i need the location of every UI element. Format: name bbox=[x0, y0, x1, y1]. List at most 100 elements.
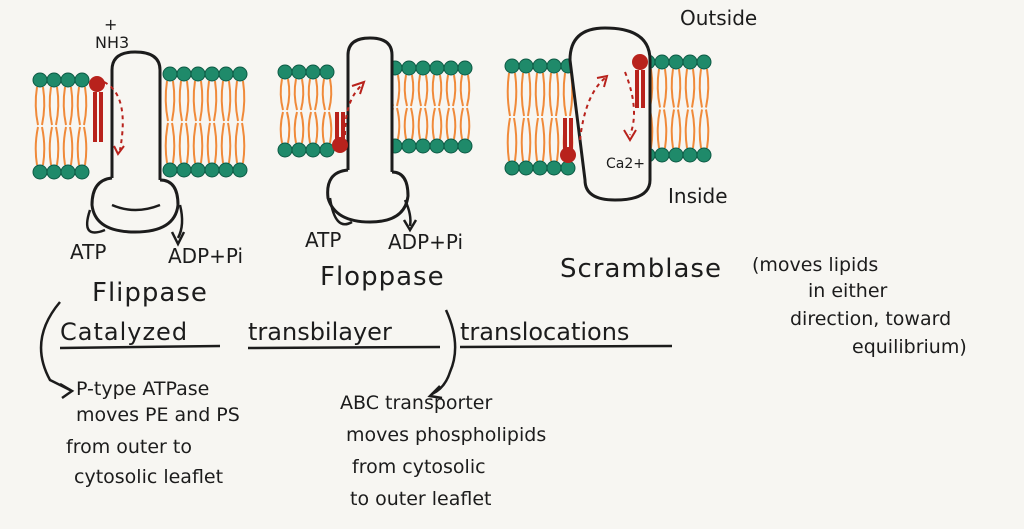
lipid-tail bbox=[76, 126, 88, 166]
lipid-tail bbox=[164, 80, 176, 122]
lipid-head bbox=[218, 66, 234, 82]
lipid-head bbox=[518, 58, 534, 74]
lipid-head bbox=[46, 164, 62, 180]
lipid-head bbox=[532, 58, 548, 74]
lipid-head bbox=[32, 72, 48, 88]
lipid-head bbox=[668, 147, 684, 163]
lipid-head bbox=[46, 72, 62, 88]
abc-line1: ABC transporter bbox=[340, 392, 493, 414]
lipid-tail bbox=[506, 117, 518, 162]
lipid-head bbox=[277, 64, 293, 80]
lipid-tail bbox=[534, 117, 546, 162]
floppase-label: Floppase bbox=[320, 262, 445, 292]
lipid-head bbox=[162, 66, 178, 82]
lipid-tail bbox=[548, 72, 560, 117]
lipid-head bbox=[60, 72, 76, 88]
ptype-line1: P-type ATPase bbox=[76, 378, 210, 400]
lipid-head bbox=[305, 64, 321, 80]
lipid-tail bbox=[220, 122, 232, 164]
lipid-tail bbox=[656, 109, 668, 149]
nh3-label: NH3 bbox=[95, 33, 129, 52]
lipid-head bbox=[74, 164, 90, 180]
lipid-tail bbox=[698, 68, 710, 108]
flippase-lipid bbox=[89, 76, 125, 156]
lipid-tail bbox=[293, 78, 305, 111]
lipid-tail bbox=[206, 80, 218, 122]
flippase-bilayer-right bbox=[162, 66, 248, 178]
lipid-tail bbox=[164, 122, 176, 164]
floppase-bilayer-right bbox=[387, 60, 473, 154]
lipid-head bbox=[176, 66, 192, 82]
lipid-head bbox=[457, 138, 473, 154]
lipid-head bbox=[60, 164, 76, 180]
lipid-tail bbox=[548, 117, 560, 162]
lipid-head bbox=[457, 60, 473, 76]
scramblase-lipids bbox=[560, 54, 648, 163]
lipid-head bbox=[546, 160, 562, 176]
lipid-head bbox=[305, 142, 321, 158]
lipid-head bbox=[443, 60, 459, 76]
lipid-head bbox=[218, 162, 234, 178]
lipid-tail bbox=[234, 122, 246, 164]
lipid-head bbox=[291, 142, 307, 158]
lipid-tail bbox=[192, 122, 204, 164]
lipid-head bbox=[204, 162, 220, 178]
lipid-head bbox=[429, 60, 445, 76]
lipid-head bbox=[682, 54, 698, 70]
title-underlines bbox=[59, 344, 673, 350]
scramblase-note-line3: direction, toward bbox=[790, 308, 952, 330]
lipid-head bbox=[319, 142, 335, 158]
lipid-tail bbox=[48, 126, 60, 166]
lipid-head bbox=[546, 58, 562, 74]
lipid-head bbox=[190, 66, 206, 82]
lipid-tail bbox=[534, 72, 546, 117]
lipid-head bbox=[429, 138, 445, 154]
ptype-line4: cytosolic leaflet bbox=[74, 466, 224, 488]
lipid-head bbox=[682, 147, 698, 163]
lipid-tail bbox=[234, 80, 246, 122]
floppase-lipid bbox=[332, 80, 366, 153]
lipid-head bbox=[532, 160, 548, 176]
lipid-head bbox=[504, 58, 520, 74]
abc-line4: to outer leaflet bbox=[350, 488, 492, 510]
ca-label: Ca2+ bbox=[606, 156, 645, 172]
lipid-tail bbox=[670, 109, 682, 149]
floppase-atp-label: ATP bbox=[305, 228, 342, 252]
floppase-bilayer-left bbox=[277, 64, 335, 158]
outside-label: Outside bbox=[680, 6, 758, 30]
lipid-tail bbox=[321, 111, 333, 144]
lipid-head bbox=[518, 160, 534, 176]
lipid-tail bbox=[48, 86, 60, 126]
lipid-tail bbox=[178, 122, 190, 164]
lipid-tail bbox=[656, 68, 668, 108]
lipid-tail bbox=[307, 111, 319, 144]
scramblase-note-line1: (moves lipids bbox=[752, 254, 879, 276]
lipid-head bbox=[696, 54, 712, 70]
lipid-tail bbox=[279, 78, 291, 111]
lipid-head bbox=[401, 138, 417, 154]
flippase-bilayer-left bbox=[32, 72, 90, 180]
title-word-transbilayer: transbilayer bbox=[248, 318, 392, 346]
lipid-tail bbox=[34, 126, 46, 166]
lipid-tail bbox=[220, 80, 232, 122]
flippase-protein bbox=[85, 50, 186, 247]
right-bracket-arrow bbox=[427, 309, 457, 400]
lipid-tail bbox=[670, 68, 682, 108]
title-word-catalyzed: Catalyzed bbox=[60, 318, 189, 346]
lipid-tail bbox=[445, 107, 457, 140]
lipid-tail bbox=[431, 74, 443, 107]
lipid-head bbox=[696, 147, 712, 163]
scramblase-note-line4: equilibrium) bbox=[852, 336, 967, 358]
lipid-tail bbox=[417, 107, 429, 140]
floppase-adp-label: ADP+Pi bbox=[388, 230, 464, 254]
lipid-tail bbox=[445, 74, 457, 107]
lipid-tail bbox=[76, 86, 88, 126]
scramblase-note-line2: in either bbox=[808, 280, 888, 302]
lipid-head bbox=[291, 64, 307, 80]
scramblase-bilayer-left bbox=[504, 58, 576, 176]
lipid-tail bbox=[403, 74, 415, 107]
lipid-tail bbox=[206, 122, 218, 164]
flippase-atp-label: ATP bbox=[70, 240, 107, 264]
